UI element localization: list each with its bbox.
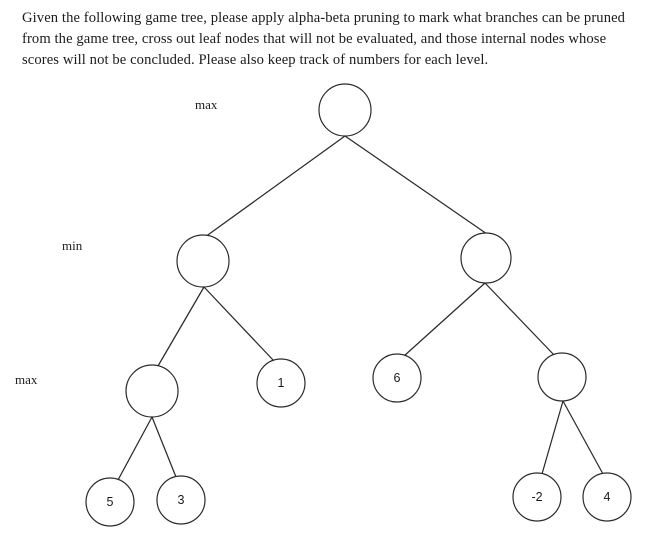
tree-node-value: -2	[531, 490, 542, 504]
tree-node-circle[interactable]	[537, 352, 587, 402]
tree-node-circle[interactable]	[372, 353, 422, 403]
tree-node-circle[interactable]	[85, 477, 135, 527]
tree-node-circle[interactable]	[460, 232, 512, 284]
tree-node[interactable]	[460, 232, 512, 284]
question-prompt: Given the following game tree, please ap…	[22, 10, 626, 68]
tree-edge	[541, 400, 564, 475]
tree-node[interactable]	[537, 352, 587, 402]
tree-node-value: 6	[394, 371, 401, 385]
tree-edge	[403, 282, 486, 357]
tree-node[interactable]: 3	[156, 475, 206, 525]
tree-edge	[562, 400, 604, 475]
tree-node[interactable]: -2	[512, 472, 562, 522]
tree-node[interactable]	[125, 364, 179, 418]
level-label-max-root: max	[195, 97, 218, 112]
tree-node-circle[interactable]	[176, 234, 230, 288]
tree-node-value: 5	[107, 495, 114, 509]
tree-edge	[203, 286, 275, 362]
tree-node[interactable]: 4	[582, 472, 632, 522]
tree-node[interactable]: 6	[372, 353, 422, 403]
tree-node-circle[interactable]	[256, 358, 306, 408]
tree-node-circle[interactable]	[512, 472, 562, 522]
tree-node[interactable]	[176, 234, 230, 288]
level-label-min: min	[62, 238, 83, 253]
tree-node[interactable]: 1	[256, 358, 306, 408]
tree-edge	[151, 416, 177, 478]
tree-node-circle[interactable]	[582, 472, 632, 522]
tree-edge	[204, 135, 346, 238]
tree-nodes-group: 1 6 5 3 -2 4	[85, 83, 632, 527]
tree-edge	[117, 416, 153, 481]
level-label-max-leaf-parent: max	[15, 372, 38, 387]
tree-node[interactable]: 5	[85, 477, 135, 527]
tree-edge	[344, 135, 488, 235]
tree-node-circle[interactable]	[125, 364, 179, 418]
tree-node-value: 1	[278, 376, 285, 390]
tree-edges-group	[117, 135, 604, 481]
tree-node-circle[interactable]	[156, 475, 206, 525]
tree-node-value: 4	[604, 490, 611, 504]
tree-node-value: 3	[178, 493, 185, 507]
tree-node[interactable]	[318, 83, 372, 137]
tree-edge	[157, 286, 205, 367]
tree-edge	[484, 282, 556, 357]
tree-node-circle[interactable]	[318, 83, 372, 137]
